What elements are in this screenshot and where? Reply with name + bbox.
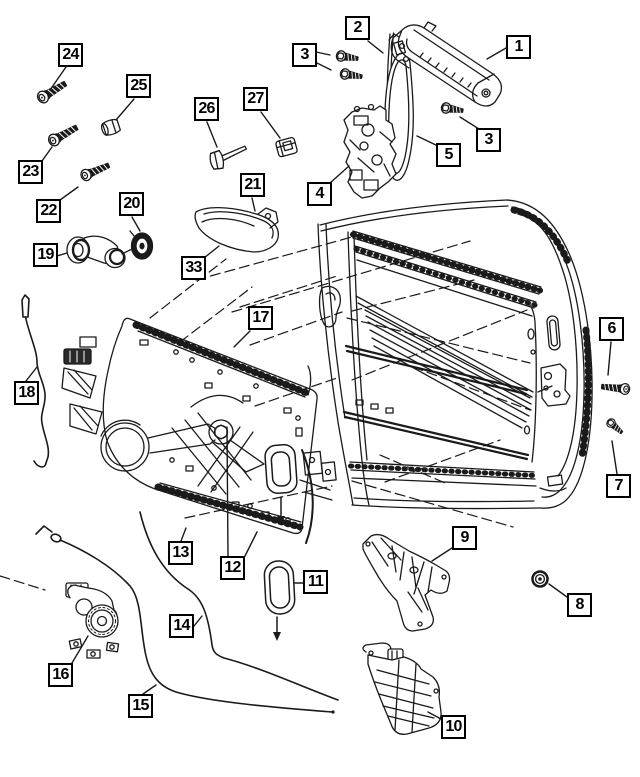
- callout-12: 12: [220, 556, 245, 580]
- part-latch-bracket-upper: [362, 533, 451, 632]
- callout-15: 15: [128, 694, 153, 718]
- screw-3c: [439, 101, 465, 117]
- screw-3a: [334, 49, 360, 65]
- callout-18: 18: [14, 381, 39, 405]
- screw-24: [34, 77, 70, 106]
- part-inside-handle-cable: [139, 511, 339, 701]
- callout-9: 9: [452, 526, 477, 550]
- callout-16: 16: [48, 663, 73, 687]
- screw-7: [604, 416, 626, 437]
- callout-10: 10: [441, 715, 466, 739]
- screw-6: [600, 380, 631, 396]
- part-latch-bracket-lower: [362, 642, 442, 735]
- callout-21: 21: [240, 173, 265, 197]
- callout-17: 17: [248, 306, 273, 330]
- part-door-module-panel: [61, 317, 337, 544]
- part-exterior-handle: [390, 21, 503, 107]
- clip-27: [275, 136, 298, 158]
- callout-26: 26: [194, 97, 219, 121]
- callout-23: 23: [18, 160, 43, 184]
- callout-27: 27: [243, 87, 268, 111]
- callout-25: 25: [126, 74, 151, 98]
- callout-20: 20: [119, 192, 144, 216]
- screw-23: [45, 121, 81, 149]
- part-access-hole-seals: [263, 444, 298, 641]
- part-lock-rod: [21, 294, 50, 468]
- part-handle-bezel-bracket: [194, 207, 280, 253]
- callout-5: 5: [436, 143, 461, 167]
- callout-11: 11: [303, 570, 328, 594]
- callout-6: 6: [599, 317, 624, 341]
- callout-33: 33: [181, 256, 206, 280]
- callout-3-right: 3: [476, 128, 501, 152]
- callout-leader-lines: [25, 40, 618, 720]
- callout-14: 14: [169, 614, 194, 638]
- callout-1: 1: [506, 35, 531, 59]
- callout-3-upper: 3: [292, 43, 317, 67]
- callout-7: 7: [606, 474, 631, 498]
- part-window-crank-handle: [66, 235, 135, 269]
- screw-3b: [338, 67, 364, 83]
- clip-26: [209, 145, 248, 170]
- part-window-motor: [65, 582, 120, 659]
- callout-13: 13: [168, 541, 193, 565]
- part-door-latch: [343, 103, 397, 199]
- callout-19: 19: [33, 243, 58, 267]
- part-crank-grommet: [129, 230, 154, 260]
- grommet-8: [531, 570, 549, 588]
- clip-25: [100, 118, 122, 136]
- screw-22: [78, 159, 112, 183]
- callout-22: 22: [36, 199, 61, 223]
- fasteners: [34, 49, 631, 588]
- callout-24: 24: [58, 43, 83, 67]
- part-door-shell: [317, 199, 593, 510]
- callout-8: 8: [567, 593, 592, 617]
- callout-4: 4: [307, 182, 332, 206]
- callout-2: 2: [345, 16, 370, 40]
- part-lock-cable: [35, 525, 335, 714]
